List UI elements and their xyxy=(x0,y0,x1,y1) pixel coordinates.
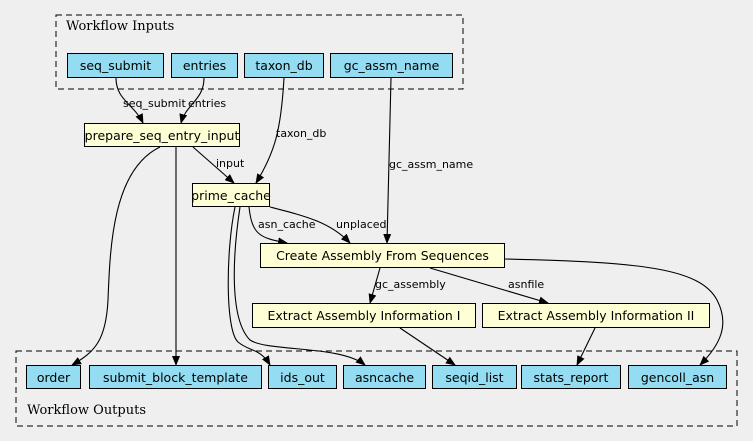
input-node-gc-assm-name[interactable]: gc_assm_name xyxy=(330,53,453,78)
edge-label-asnfile: asnfile xyxy=(508,278,545,291)
outputs-cluster-border xyxy=(15,350,738,427)
edge-label-seq-submit: seq_submit xyxy=(123,97,186,110)
edge-label-gc-assm-name: gc_assm_name xyxy=(389,158,474,171)
outputs-cluster-label: Workflow Outputs xyxy=(27,403,146,418)
edge-extract1-seqid xyxy=(399,327,456,366)
edge-prime-ids-out xyxy=(227,206,271,366)
output-node-asncache[interactable]: asncache xyxy=(343,365,426,389)
edge-entries xyxy=(179,77,205,124)
step-node-prepare-seq-entry-input[interactable]: prepare_seq_entry_input xyxy=(84,123,240,147)
inputs-cluster-border xyxy=(55,14,464,90)
edge-seq-submit xyxy=(115,77,144,124)
output-node-stats-report[interactable]: stats_report xyxy=(521,365,621,389)
edge-prime-asn-cache xyxy=(248,206,288,246)
output-node-order[interactable]: order xyxy=(26,365,81,389)
step-node-extract-info-2[interactable]: Extract Assembly Information II xyxy=(482,303,710,328)
input-node-seq-submit[interactable]: seq_submit xyxy=(67,53,164,78)
output-node-seqid-list[interactable]: seqid_list xyxy=(432,365,517,389)
inputs-cluster-label: Workflow Inputs xyxy=(66,19,175,34)
step-node-extract-info-1[interactable]: Extract Assembly Information I xyxy=(252,303,476,328)
output-node-gencoll-asn[interactable]: gencoll_asn xyxy=(628,365,727,389)
edge-gc-assm-name xyxy=(383,77,392,244)
edge-label-input: input xyxy=(216,157,245,170)
edge-label-gc-assembly: gc_assembly xyxy=(375,278,446,291)
input-node-taxon-db[interactable]: taxon_db xyxy=(244,53,324,78)
step-node-prime-cache[interactable]: prime_cache xyxy=(191,183,271,207)
step-node-create-assembly[interactable]: Create Assembly From Sequences xyxy=(260,243,505,268)
edge-prime-unplaced xyxy=(269,206,351,244)
edge-create-gc-assembly xyxy=(368,267,381,304)
edge-create-gencoll xyxy=(504,258,724,366)
edge-taxon-db xyxy=(255,77,285,184)
edge-extract2-stats xyxy=(576,327,596,366)
edge-label-taxon-db: taxon_db xyxy=(276,127,327,140)
edge-prep-to-order xyxy=(71,146,161,366)
edge-label-unplaced: unplaced xyxy=(336,218,387,231)
edge-label-asn-cache: asn_cache xyxy=(258,218,316,231)
edge-prep-to-prime xyxy=(192,146,235,184)
edge-label-entries: entries xyxy=(188,97,227,110)
output-node-submit-block-template[interactable]: submit_block_template xyxy=(89,365,262,389)
output-node-ids-out[interactable]: ids_out xyxy=(268,365,337,389)
input-node-entries[interactable]: entries xyxy=(171,53,238,78)
edge-prime-asncache xyxy=(233,206,366,366)
edge-create-asnfile xyxy=(429,267,549,305)
